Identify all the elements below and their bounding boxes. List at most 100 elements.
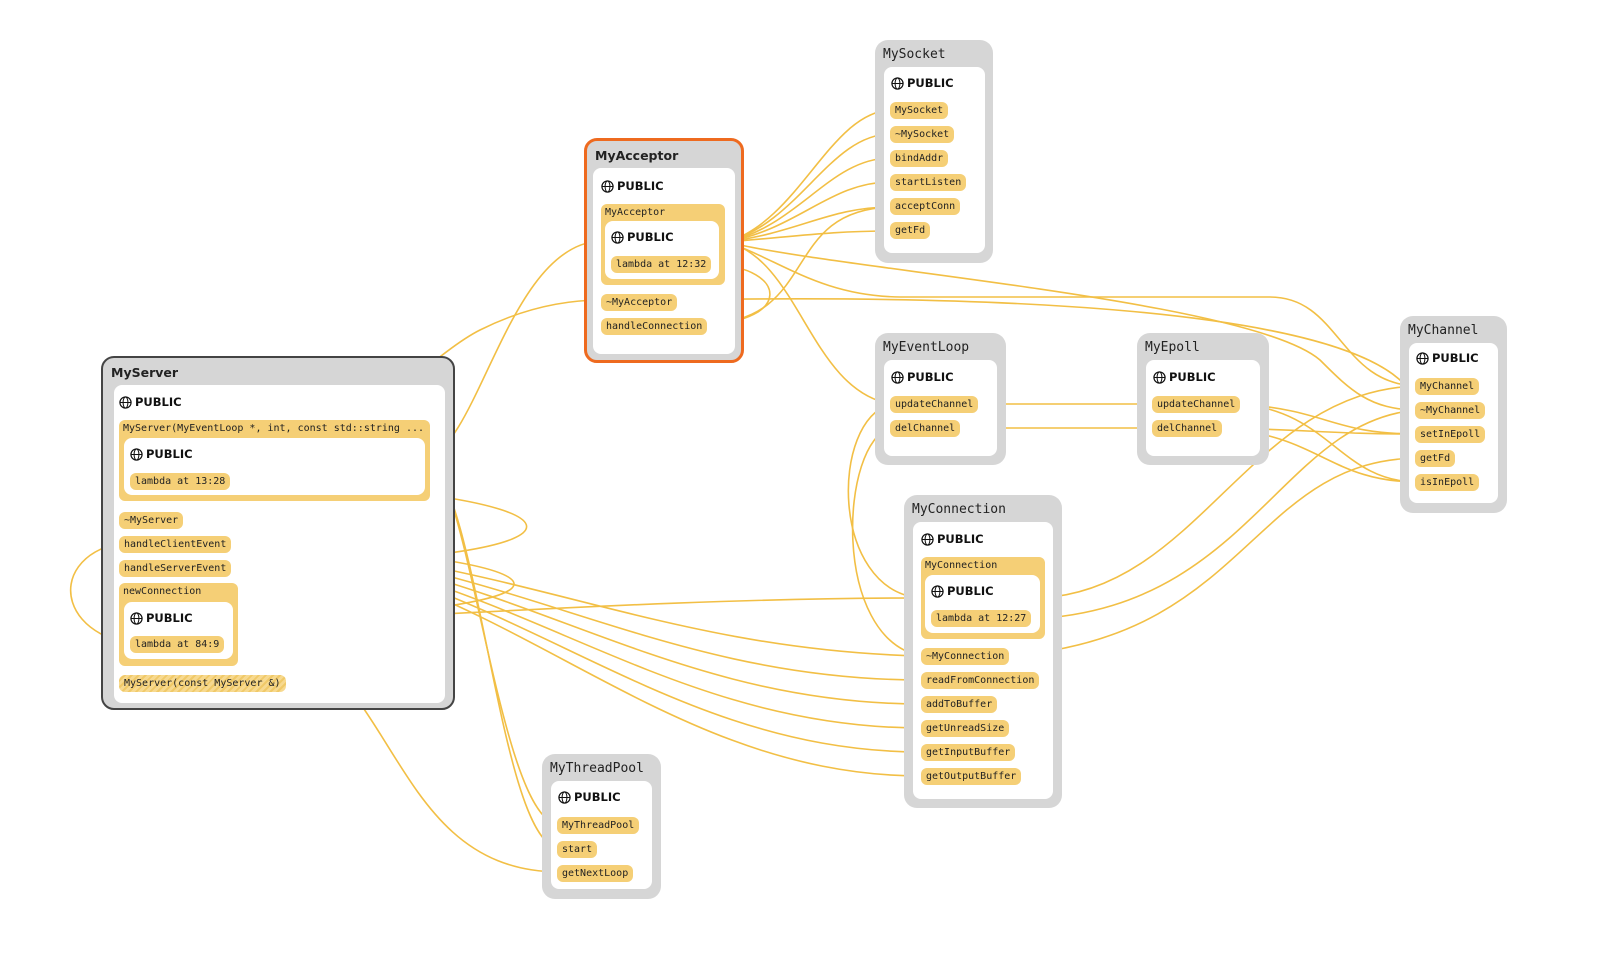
method-readfromconnection[interactable]: readFromConnection <box>921 672 1040 689</box>
ctor-group-myserver[interactable]: MyServer(MyEventLoop *, int, const std::… <box>119 420 430 501</box>
class-title: MyEpoll <box>1145 340 1200 355</box>
edge-acceptor-ctor-to-startlisten <box>726 182 891 243</box>
globe-icon <box>921 532 934 546</box>
group-title: MyConnection <box>925 560 998 571</box>
method-start[interactable]: start <box>557 841 598 858</box>
method-handleconnection[interactable]: handleConnection <box>601 318 708 335</box>
method-group-newconnection[interactable]: newConnection PUBLIC lambda at 84:9 <box>119 583 238 666</box>
method-destructor-myacceptor[interactable]: ~MyAcceptor <box>601 294 678 311</box>
globe-icon <box>119 395 132 409</box>
group-title: newConnection <box>123 586 202 597</box>
edge-acceptor-ctor-to-updatechannel <box>726 241 891 404</box>
public-section-label: PUBLIC <box>891 370 954 384</box>
class-title: MyConnection <box>912 502 1006 517</box>
method-mythreadpool[interactable]: MyThreadPool <box>557 817 640 834</box>
edge-acceptor-destructor-to-channel <box>676 298 1418 410</box>
public-label: PUBLIC <box>146 447 193 461</box>
method-mychannel[interactable]: MyChannel <box>1415 378 1480 395</box>
public-label: PUBLIC <box>907 76 954 90</box>
method-getnextloop[interactable]: getNextLoop <box>557 865 634 882</box>
lambda-pill[interactable]: lambda at 12:32 <box>611 256 712 273</box>
ctor-group-myconnection[interactable]: MyConnection PUBLIC lambda at 12:27 <box>921 557 1045 639</box>
group-body: PUBLIC lambda at 12:27 <box>925 575 1040 633</box>
globe-icon <box>1416 351 1429 365</box>
edge-acceptor-ctor-to-mysocket <box>726 110 891 243</box>
ctor-group-myacceptor[interactable]: MyAcceptor PUBLIC lambda at 12:32 <box>601 204 725 285</box>
method-destructor-mychannel[interactable]: ~MyChannel <box>1415 402 1486 419</box>
method-getunreadsize[interactable]: getUnreadSize <box>921 720 1010 737</box>
edge-acceptor-ctor-to-acceptconn <box>726 207 891 243</box>
class-myconnection[interactable]: MyConnection PUBLIC MyConnection PUBLIC … <box>904 495 1062 808</box>
group-body: PUBLIC lambda at 84:9 <box>124 602 233 659</box>
class-mythreadpool[interactable]: MyThreadPool PUBLIC MyThreadPool start g… <box>542 754 661 899</box>
edge-acceptor-ctor-to-mychannel <box>726 241 1418 386</box>
method-destructor-myconnection[interactable]: ~MyConnection <box>921 648 1010 665</box>
method-acceptconn[interactable]: acceptConn <box>890 198 961 215</box>
public-label: PUBLIC <box>1169 370 1216 384</box>
public-section-label: PUBLIC <box>891 76 954 90</box>
class-myeventloop[interactable]: MyEventLoop PUBLIC updateChannel delChan… <box>875 333 1006 465</box>
edge-conn-destructor-to-getfd <box>1004 458 1418 657</box>
globe-icon <box>1153 370 1166 384</box>
method-delchannel[interactable]: delChannel <box>1152 420 1223 437</box>
public-section-label: PUBLIC <box>558 790 621 804</box>
method-destructor-mysocket[interactable]: ~MySocket <box>890 126 955 143</box>
method-setinepoll[interactable]: setInEpoll <box>1415 426 1486 443</box>
group-body: PUBLIC lambda at 13:28 <box>124 438 425 495</box>
method-startlisten[interactable]: startListen <box>890 174 967 191</box>
globe-icon <box>891 76 904 90</box>
globe-icon <box>601 179 614 193</box>
lambda-pill[interactable]: lambda at 84:9 <box>130 636 225 653</box>
public-section-label: PUBLIC <box>1153 370 1216 384</box>
lambda-pill[interactable]: lambda at 12:27 <box>931 610 1032 627</box>
class-title: MyChannel <box>1408 323 1479 338</box>
public-label: PUBLIC <box>617 179 664 193</box>
globe-icon <box>130 611 143 625</box>
lambda-pill[interactable]: lambda at 13:28 <box>130 473 231 490</box>
public-section-label: PUBLIC <box>1416 351 1479 365</box>
public-section-label: PUBLIC <box>931 584 994 598</box>
globe-icon <box>611 230 624 244</box>
method-destructor-myserver[interactable]: ~MyServer <box>119 512 184 529</box>
public-label: PUBLIC <box>627 230 674 244</box>
method-isinepoll[interactable]: isInEpoll <box>1415 474 1480 491</box>
class-title: MySocket <box>883 47 946 62</box>
public-label: PUBLIC <box>937 532 984 546</box>
class-myepoll[interactable]: MyEpoll PUBLIC updateChannel delChannel <box>1137 333 1269 465</box>
class-mysocket[interactable]: MySocket PUBLIC MySocket ~MySocket bindA… <box>875 40 993 263</box>
public-section-label: PUBLIC <box>601 179 664 193</box>
class-title: MyThreadPool <box>550 761 644 776</box>
edge-acceptor-ctor-to-destructor-mysocket <box>726 134 891 243</box>
method-bindaddr[interactable]: bindAddr <box>890 150 949 167</box>
method-delchannel[interactable]: delChannel <box>890 420 961 437</box>
globe-icon <box>931 584 944 598</box>
method-addtobuffer[interactable]: addToBuffer <box>921 696 998 713</box>
method-copy-ctor-myserver[interactable]: MyServer(const MyServer &) <box>119 675 286 692</box>
public-label: PUBLIC <box>574 790 621 804</box>
class-title: MyServer <box>111 365 179 380</box>
public-label: PUBLIC <box>907 370 954 384</box>
method-mysocket[interactable]: MySocket <box>890 102 949 119</box>
edge-acceptor-ctor-to-destructor-mychannel <box>726 241 1418 410</box>
class-mychannel[interactable]: MyChannel PUBLIC MyChannel ~MyChannel se… <box>1400 316 1507 513</box>
class-title: MyAcceptor <box>595 148 679 163</box>
method-updatechannel[interactable]: updateChannel <box>890 396 979 413</box>
method-updatechannel[interactable]: updateChannel <box>1152 396 1241 413</box>
public-label: PUBLIC <box>146 611 193 625</box>
method-handleclientevent[interactable]: handleClientEvent <box>119 536 232 553</box>
class-myserver[interactable]: MyServer PUBLIC MyServer(MyEventLoop *, … <box>101 356 455 710</box>
group-body: PUBLIC lambda at 12:32 <box>605 221 719 279</box>
public-section-label: PUBLIC <box>921 532 984 546</box>
edge-acceptor-ctor-to-getfd <box>726 231 891 243</box>
class-body: PUBLIC MyServer(MyEventLoop *, int, cons… <box>114 385 445 703</box>
class-myacceptor[interactable]: MyAcceptor PUBLIC MyAcceptor PUBLIC lamb… <box>584 138 744 363</box>
method-getinputbuffer[interactable]: getInputBuffer <box>921 744 1016 761</box>
public-label: PUBLIC <box>947 584 994 598</box>
globe-icon <box>891 370 904 384</box>
method-getfd[interactable]: getFd <box>890 222 931 239</box>
method-getoutputbuffer[interactable]: getOutputBuffer <box>921 768 1022 785</box>
method-getfd[interactable]: getFd <box>1415 450 1456 467</box>
group-title: MyServer(MyEventLoop *, int, const std::… <box>123 423 425 434</box>
method-handleserverevent[interactable]: handleServerEvent <box>119 560 232 577</box>
